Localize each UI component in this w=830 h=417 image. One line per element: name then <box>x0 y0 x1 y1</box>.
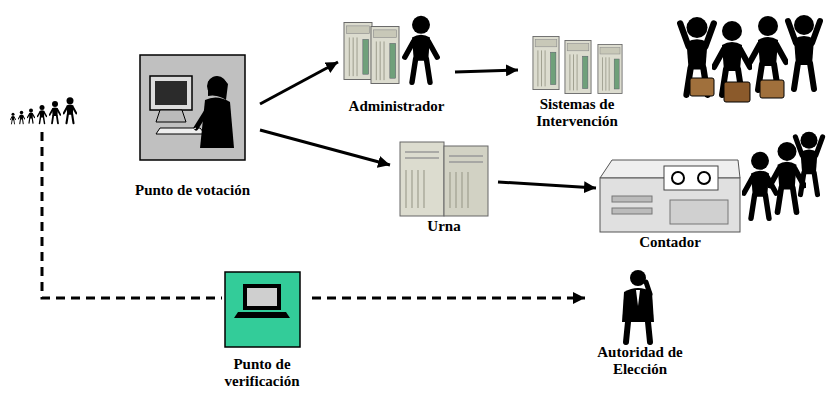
node-caption: Autoridad de Elección <box>585 344 695 377</box>
flow-arrow <box>455 70 518 72</box>
admin-node: Administrador <box>338 15 455 115</box>
voting-booth <box>140 55 245 160</box>
verification-box <box>225 272 300 347</box>
flow-arrow <box>260 130 390 165</box>
crowd <box>744 132 823 219</box>
voting-point: Punto de votación <box>125 52 260 199</box>
voter-queue <box>10 97 76 124</box>
node-caption: Punto de votación <box>125 182 260 199</box>
flow-arrow <box>498 182 596 188</box>
admin-server <box>344 22 399 83</box>
verification-node: Punto de verificación <box>212 264 312 389</box>
dashed-arrow <box>312 297 585 300</box>
counter-machine <box>600 160 740 232</box>
node-caption: Sistemas de Intervención <box>518 96 636 129</box>
counter-node: Contador <box>596 156 744 251</box>
node-caption: Punto de verificación <box>212 356 312 389</box>
node-caption: Administrador <box>338 98 455 115</box>
ballot-server <box>400 142 488 216</box>
node-caption: Contador <box>596 234 744 251</box>
authority-node: Autoridad de Elección <box>585 262 695 377</box>
node-caption: Urna <box>390 218 498 235</box>
admin-person <box>405 16 437 83</box>
intervention-servers <box>533 36 622 93</box>
crowd-briefcases <box>680 15 820 102</box>
flow-arrow <box>260 62 338 104</box>
authority-figure <box>622 270 654 342</box>
ballot-node: Urna <box>390 136 498 235</box>
intervention-node: Sistemas de Intervención <box>518 34 636 129</box>
